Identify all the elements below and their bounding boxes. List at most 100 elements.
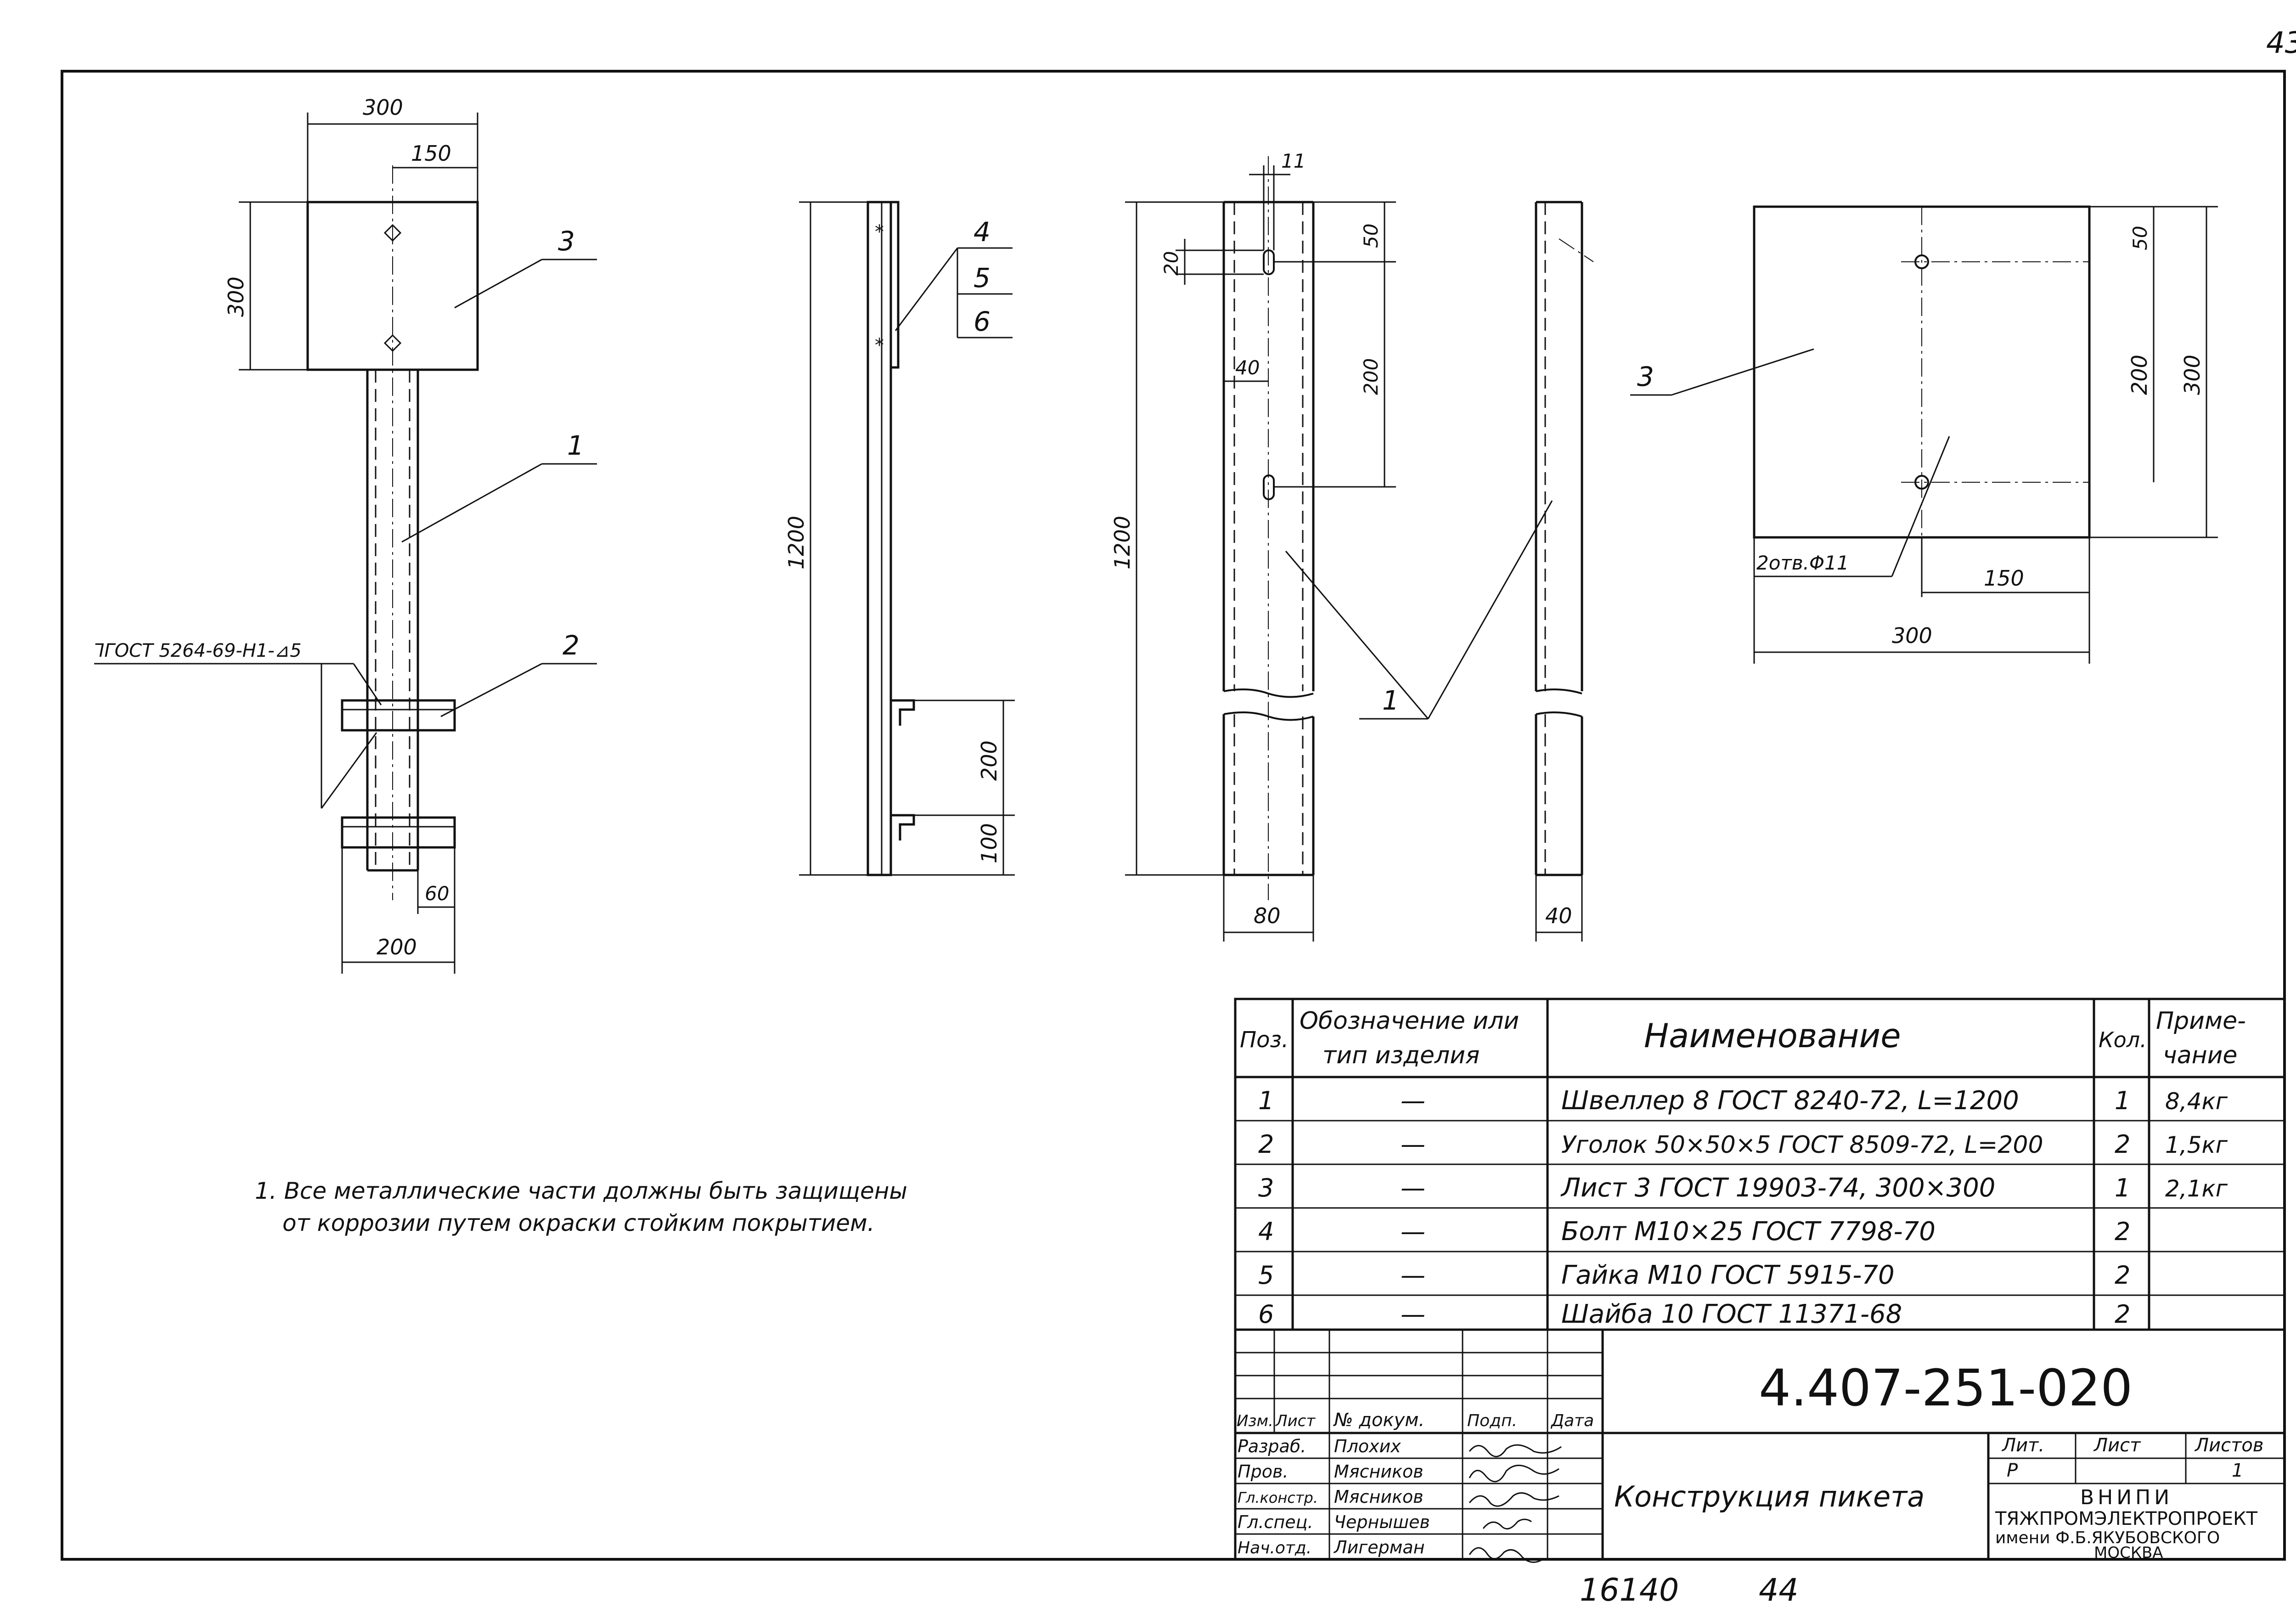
weld-leader [353,663,382,705]
slot-hole-upper [1263,249,1275,275]
row-name: Уголок 50×50×5 ГОСТ 8509-72, L=200 [1561,1131,2043,1159]
staff-name: Чернышев [1334,1512,1430,1532]
signature [1469,1547,1543,1563]
leader-plate [454,259,542,309]
dim-200: 200 [1360,358,1382,395]
callout-bolt: 4 [974,216,990,248]
table-row: 3 — Лист 3 ГОСТ 19903-74, 300×300 1 2,1к… [1258,1173,2228,1203]
callout-plate: 3 [1637,361,1654,392]
break-upper [1223,688,1314,698]
staff-name: Плохих [1334,1436,1401,1456]
row-name: Швеллер 8 ГОСТ 8240-72, L=1200 [1561,1086,2019,1116]
side-angle-lower [891,814,915,841]
row-designation: — [1401,1217,1425,1246]
dim-width-40: 40 [1545,903,1572,928]
dim-end-100: 100 [977,823,1002,863]
table-row: 4 — Болт М10×25 ГОСТ 7798-70 2 [1258,1217,2130,1247]
lit-value: Р [2007,1460,2018,1481]
callout-angle: 2 [563,630,580,661]
side-angle-upper [891,699,915,726]
view-channel-edge: 40 1 [1285,201,1594,942]
signature [1482,1518,1532,1530]
sheet-number: 43 [2266,26,2296,60]
dim-spacing-200: 200 [977,740,1002,781]
row-note: 1,5кг [2165,1132,2228,1158]
dim-200: 200 [2127,355,2152,395]
row-pos: 5 [1258,1261,1274,1290]
org-line: имени Ф.Б.ЯКУБОВСКОГО [1995,1529,2220,1547]
angle-upper [341,699,456,732]
col-header-sign: Подп. [1467,1411,1517,1430]
dim-length-1200: 1200 [1110,516,1135,570]
header-designation-1: Обозначение или [1300,1007,1519,1035]
bolt-mark: * [875,335,884,356]
callout-channel: 1 [1382,685,1399,716]
spec-table: Поз. Обозначение или тип изделия Наимено… [1234,998,2286,1331]
row-pos: 6 [1258,1300,1274,1329]
slot-hole-lower [1263,474,1275,500]
callout-channel: 1 [567,430,584,461]
leader-holes [1891,436,1950,577]
staff-name: Мясников [1334,1487,1424,1507]
staff-role: Гл.спец. [1238,1512,1313,1532]
row-note: 8,4кг [2165,1088,2228,1115]
view-channel-face: 11 20 50 200 40 1200 80 [1110,150,1396,942]
view-front: 300 150 300 200 60 ⅂ГОСТ 5264-69-Н1-⊿5 3… [94,95,597,974]
side-channel-outline [867,201,892,876]
angle-lower [341,816,456,849]
signature [1469,1465,1559,1483]
row-qty: 2 [2115,1261,2130,1290]
staff-name: Мясников [1334,1461,1424,1482]
title-block-border [1234,1328,2286,1561]
lit-label: Лит. [2001,1435,2044,1456]
row-pos: 2 [1258,1130,1274,1159]
weld-note: ⅂ГОСТ 5264-69-Н1-⊿5 [94,640,302,661]
table-row: 5 — Гайка М10 ГОСТ 5915-70 2 [1258,1260,2130,1290]
weld-leader [321,732,377,809]
col-header-doc-no: № докум. [1333,1410,1424,1431]
dim-50: 50 [2129,226,2151,250]
dim-offset-60: 60 [425,882,449,905]
title-block: 4.407-251-020 Изм. Лист № докум. Подп. Д… [1234,1328,2286,1563]
bolt-mark: * [875,221,884,243]
side-plate [889,201,900,369]
table-row: 6 — Шайба 10 ГОСТ 11371-68 2 [1258,1299,2130,1329]
callout-washer: 6 [974,306,990,337]
org-line: ТЯЖПРОМЭЛЕКТРОПРОЕКТ [1995,1508,2258,1529]
staff-role: Гл.констр. [1238,1489,1318,1506]
dim-50: 50 [1360,224,1382,248]
document-code: 4.407-251-020 [1759,1359,2133,1417]
header-pos: Поз. [1240,1027,1289,1053]
leader-angle [440,663,542,717]
row-designation: — [1401,1086,1425,1115]
dim-20: 20 [1160,251,1182,276]
dim-40: 40 [1235,356,1260,379]
header-designation-2: тип изделия [1322,1042,1480,1069]
bolt-mark-lower [383,334,402,352]
dim-300-horizontal: 300 [1892,623,1932,648]
leader-bolt-set [895,248,958,331]
general-note-line1: 1. Все металлические части должны быть з… [255,1178,907,1204]
signature [1469,1444,1562,1457]
dim-width-300: 300 [363,95,403,120]
drawing-frame [61,70,2286,1561]
row-qty: 2 [2115,1300,2130,1329]
callout-plate: 3 [558,226,575,257]
leader-channel [1285,551,1429,719]
table-row: 2 — Уголок 50×50×5 ГОСТ 8509-72, L=200 2… [1258,1130,2228,1159]
row-pos: 1 [1258,1086,1274,1115]
dim-300-vertical: 300 [2180,355,2205,395]
callout-nut: 5 [974,262,990,293]
view-side: * * 1200 200 100 4 5 6 [784,201,1015,876]
staff-role: Нач.отд. [1238,1539,1311,1557]
dim-width-200: 200 [377,935,417,959]
row-name: Гайка М10 ГОСТ 5915-70 [1561,1260,1895,1290]
inventory-number: 16140 [1580,1572,1679,1608]
sheet-label: Лист [2093,1435,2141,1456]
col-header-list: Лист [1275,1412,1316,1430]
dim-height-300: 300 [224,276,248,317]
staff-role: Пров. [1238,1461,1288,1482]
sheets-value: 1 [2232,1460,2243,1481]
break-upper [1536,688,1582,694]
dim-length-1200: 1200 [784,516,809,570]
